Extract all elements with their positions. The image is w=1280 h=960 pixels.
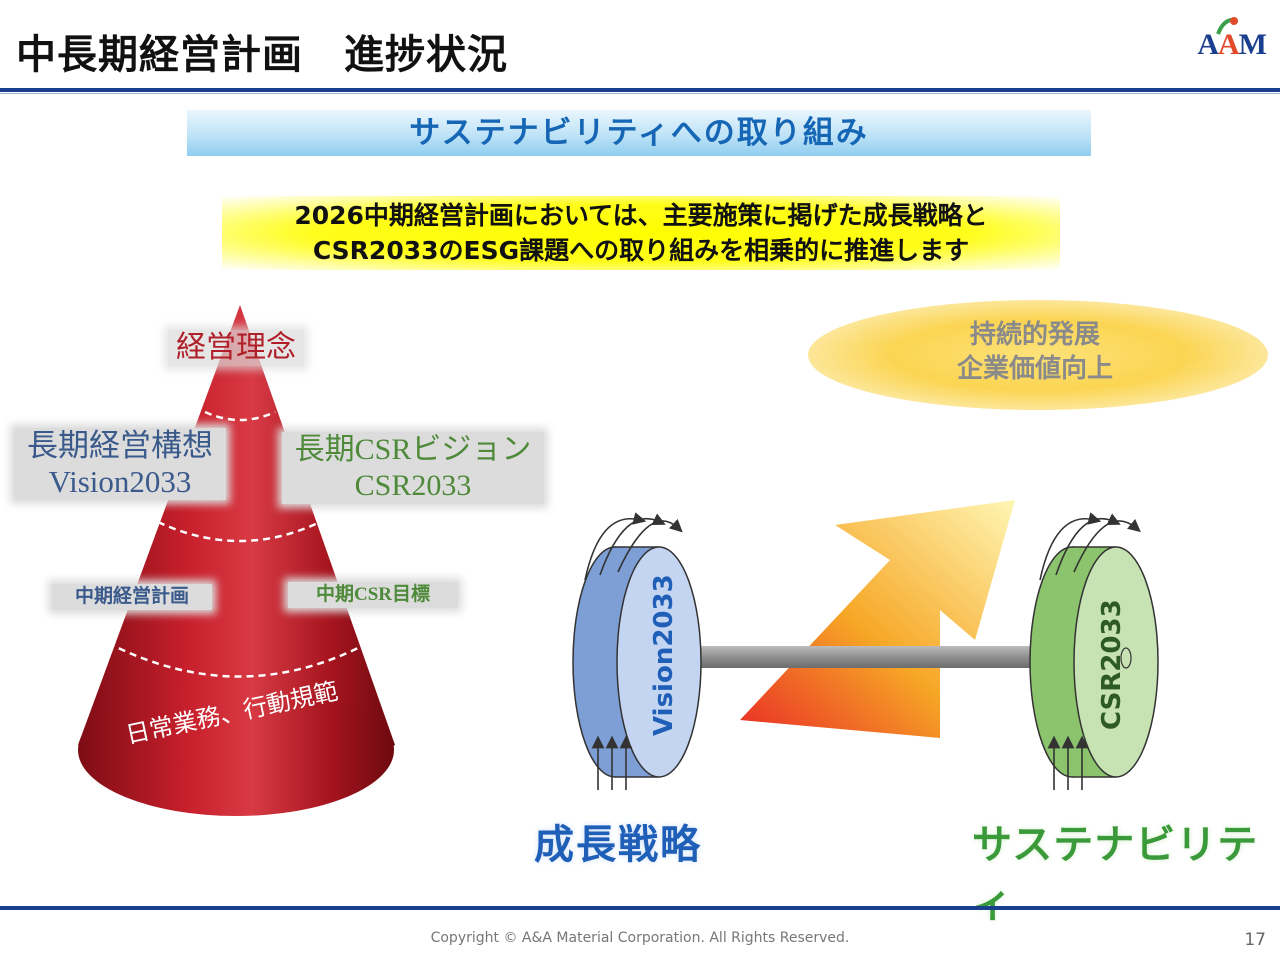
cone-label-vision-line1: 長期経営構想 (27, 428, 213, 463)
cone-label-midterm-plan: 中期経営計画 (52, 584, 212, 610)
cone-label-philosophy: 経営理念 (168, 330, 304, 366)
cone-label-midterm-csr: 中期CSR目標 (288, 582, 458, 608)
cone-label-csr-vision: 長期CSRビジョン CSR2033 (282, 432, 544, 504)
page-number: 17 (1244, 930, 1266, 950)
goal-glow (808, 300, 1268, 410)
copyright-text: Copyright © A&A Material Corporation. Al… (430, 930, 850, 946)
cone-label-csr-line1: 長期CSRビジョン (294, 433, 532, 466)
header-rule-thin (0, 93, 1280, 94)
caption-sustainability: サステナビリティ (972, 822, 1259, 926)
vision-wheel (572, 512, 702, 790)
section-banner: サステナビリティへの取り組み (187, 110, 1091, 156)
logo-text-a2: A (1218, 28, 1240, 61)
strategy-cone (78, 305, 395, 816)
goal-text: 持続的発展 企業価値向上 (880, 318, 1190, 386)
cone-label-vision: 長期経営構想 Vision2033 (14, 428, 226, 500)
logo-text-a1: A (1197, 28, 1219, 61)
logo-text-m: M (1238, 28, 1267, 61)
page-title: 中長期経営計画 進捗状況 (16, 32, 508, 78)
key-message-line1: 2026中期経営計画においては、主要施策に掲げた成長戦略と (294, 201, 988, 230)
key-message: 2026中期経営計画においては、主要施策に掲げた成長戦略と CSR2033のES… (222, 196, 1060, 270)
growth-arrow (740, 500, 1015, 738)
cone-label-vision-line2: Vision2033 (48, 464, 192, 499)
company-logo: AAM (1197, 28, 1267, 62)
swoosh-logo-icon (1216, 17, 1238, 35)
caption-growth-strategy: 成長戦略 (534, 822, 702, 868)
csr-wheel (1029, 512, 1159, 790)
footer-rule (0, 906, 1280, 910)
header-rule (0, 88, 1280, 92)
axle (668, 646, 1040, 668)
goal-line1: 持続的発展 (969, 320, 1100, 350)
goal-line2: 企業価値向上 (956, 354, 1113, 384)
key-message-line2: CSR2033のESG課題への取り組みを相乗的に推進します (312, 236, 970, 265)
csr-wheel-label: CSR2033 (1097, 599, 1127, 730)
vision-wheel-label: Vision2033 (649, 574, 679, 736)
cone-label-csr-line2: CSR2033 (354, 469, 472, 502)
